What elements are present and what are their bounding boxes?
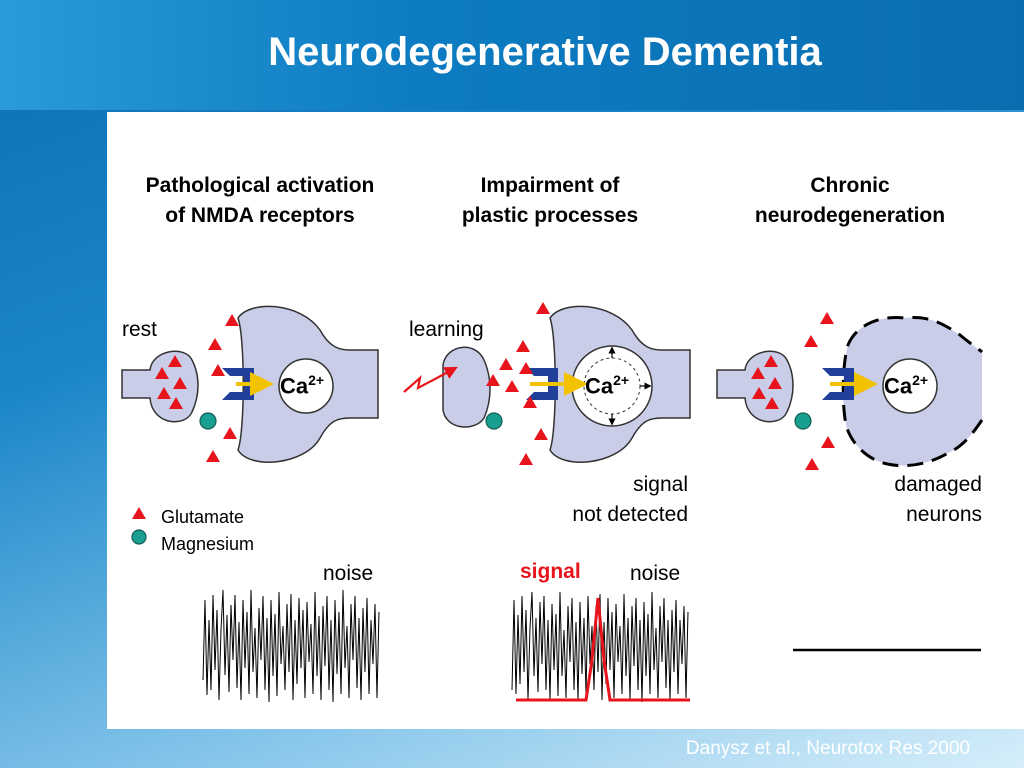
noise-label-2: noise [630,562,681,585]
outcome-3-line2: neurons [906,503,982,526]
nmda-receptor-1 [222,368,274,400]
legend-glutamate-label: Glutamate [161,507,245,527]
ca-ion-label-3: Ca2+ [884,372,929,399]
postsynaptic-neuron-1 [237,305,379,463]
slide-title: Neurodegenerative Dementia [268,30,822,74]
state-label-learning: learning [409,318,484,341]
glutamate-markers-1 [155,314,239,462]
legend-magnesium-label: Magnesium [161,534,255,554]
presynaptic-terminal-1 [121,350,199,423]
legend-magnesium-icon [131,529,147,545]
damaged-postsynaptic-neuron [841,315,984,468]
noise-label-1: noise [323,562,374,585]
presynaptic-terminal-2 [442,346,491,428]
glutamate-markers-2 [486,302,550,465]
magnesium-marker-3 [794,412,812,430]
column-2-heading-line1: Impairment of [480,174,620,197]
nmda-receptor-3 [822,368,878,400]
ca-ion-label-1: Ca2+ [280,372,325,399]
outcome-2-line2: not detected [572,503,688,526]
column-3-heading-line1: Chronic [810,174,890,197]
column-1-heading-line2: of NMDA receptors [165,204,355,227]
state-label-rest: rest [122,318,158,341]
outcome-signal-not-detected: signal not detected [488,470,688,530]
ca-ion-label-2: Ca2+ [585,372,630,399]
title-band [0,0,1024,110]
signal-label: signal [520,560,581,583]
magnesium-marker-2 [485,412,503,430]
outcome-3-line1: damaged [894,473,982,496]
column-1-heading: Pathological activation of NMDA receptor… [110,171,410,231]
signal-trace [516,597,690,702]
citation: Danysz et al., Neurotox Res 2000 [685,738,970,759]
outcome-damaged-neurons: damaged neurons [780,470,982,530]
magnesium-marker-1 [199,412,217,430]
glutamate-markers-3 [751,312,835,470]
noise-trace-1 [202,589,380,703]
column-3-heading-line2: neurodegeneration [754,204,946,227]
postsynaptic-neuron-2 [549,305,691,463]
legend-glutamate-icon [132,507,146,519]
presynaptic-terminal-3 [716,350,794,423]
column-2-heading-line2: plastic processes [461,204,639,227]
column-1-heading-line1: Pathological activation [145,174,375,197]
column-3-heading: Chronic neurodegeneration [720,171,980,231]
outcome-2-line1: signal [633,473,688,496]
nmda-receptor-2 [526,368,588,400]
column-2-heading: Impairment of plastic processes [420,171,680,231]
learning-stimulus-arrow [403,366,458,393]
noise-trace-2 [511,591,689,703]
